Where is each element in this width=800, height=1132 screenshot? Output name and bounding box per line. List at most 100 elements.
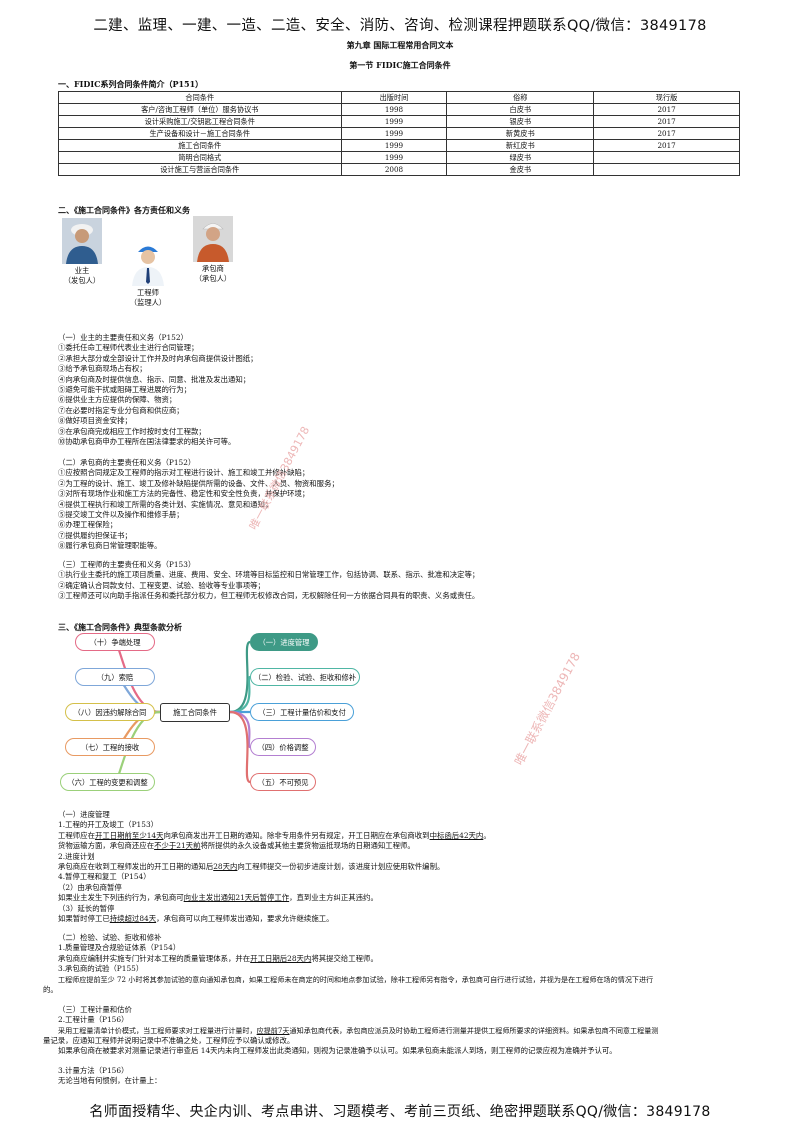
- engineer-duties: （三）工程师的主要责任和义务（P153） ①执行业主委托的施工项目质量、进度、费…: [58, 560, 479, 602]
- table-row: 简明合同格式 1999 绿皮书: [58, 151, 740, 164]
- inspection-line-wrap: 的。: [43, 985, 58, 994]
- table-cell: 施工合同条件: [58, 139, 342, 152]
- contractor-photo: [193, 216, 233, 262]
- owner-photo: [62, 218, 102, 264]
- mindmap-center: 施工合同条件: [160, 703, 230, 722]
- text: 通知承包商代表，承包商应派员及时协助工程师进行测量并提供工程师所要求的详细资料。…: [289, 1025, 659, 1035]
- mindmap-node-inspection: （二）检验、试验、拒收和修补: [250, 668, 360, 686]
- progress-line: （3）延长的暂停: [58, 903, 115, 913]
- table-cell: [593, 151, 740, 164]
- list-item: ⑥提供业主方应提供的保障、物资；: [58, 395, 177, 405]
- table-header: 俗称: [446, 91, 595, 104]
- measurement-title: （三）工程计量和估价: [58, 1005, 132, 1014]
- chapter-title: 第九章 国际工程常用合同文本: [346, 40, 454, 50]
- text: 如果暂时停工已: [58, 914, 110, 924]
- text: 承包商应在收到工程师发出的开工日期的通知后: [58, 862, 214, 872]
- progress-line: （2）由承包商暂停: [58, 882, 122, 892]
- contractor-duties: （二）承包商的主要责任和义务（P152） ①应按照合同规定及工程师的指示对工程进…: [58, 458, 339, 552]
- list-item: ③给予承包商现场占有权；: [58, 364, 147, 374]
- contractor-figure: 承包商 （承包人）: [190, 216, 236, 283]
- mindmap-node-claims: （九）索赔: [75, 668, 155, 686]
- list-item: ③工程师还可以向助手指派任务和委托部分权力，但工程师无权修改合同，无权解除任何一…: [58, 591, 480, 601]
- text: ，承包商可以向工程师发出通知，要求允许继续施工。: [156, 914, 334, 924]
- mindmap-node-price-adjustment: （四）价格调整: [250, 738, 316, 756]
- table-row: 施工合同条件 1999 新红皮书 2017: [58, 139, 740, 152]
- list-item: ⑧做好项目资金安排；: [58, 416, 132, 426]
- measurement-line: 采用工程量清单计价模式，当工程师要求对工程量进行计量时，应提前7天通知承包商代表…: [58, 1026, 658, 1036]
- heading-clauses: 三、《施工合同条件》典型条款分析: [58, 622, 182, 632]
- text: 货物运输方面，承包商还应在: [58, 841, 155, 851]
- owner-label: 业主: [74, 266, 90, 275]
- progress-line: 2.进度计划: [58, 851, 95, 861]
- progress-line: 如果暂时停工已持续超过84天，承包商可以向工程师发出通知，要求允许继续施工。: [58, 914, 491, 924]
- contractor-label: 承包商: [202, 264, 224, 273]
- text: 工程师应在: [58, 830, 95, 840]
- progress-line: 承包商应在收到工程师发出的开工日期的通知后28天内向工程师提交一份初步进度计划，…: [58, 862, 491, 872]
- underlined-text: 持续超过84天: [109, 914, 157, 924]
- inspection-line: 承包商应编制并实施专门针对本工程的质量管理体系，并在开工日期后28天内将其提交给…: [58, 954, 653, 964]
- table-header-row: 合同条件 出版时间 俗称 现行版: [58, 91, 740, 104]
- table-cell: 2017: [593, 103, 740, 116]
- mindmap-node-termination: （八）因违约解除合同: [65, 703, 155, 721]
- owner-duties: （一）业主的主要责任和义务（P152） ①委托任命工程师代表业主进行合同管理； …: [58, 333, 258, 447]
- mindmap-node-dispute: （十）争端处理: [75, 633, 155, 651]
- text: 将其提交给工程师。: [311, 953, 378, 963]
- table-row: 生产设备和设计－施工合同条件 1999 新黄皮书 2017: [58, 127, 740, 140]
- measurement-line-wrap: 量记录，应通知工程师并说明记录中不准确之处，工程师应予以确认或修改。: [43, 1036, 295, 1045]
- table-cell: 1998: [340, 103, 448, 116]
- mindmap-node-measurement: （三）工程计量估价和支付: [250, 703, 354, 721]
- banner-bottom: 名师面授精华、央企内训、考点串讲、习题模考、考前三页纸、绝密押题联系QQ/微信：…: [89, 1104, 711, 1120]
- list-item: ②确定确认合同款支付、工程变更、试验、验收等专业事项等；: [58, 580, 265, 590]
- underlined-text: 向业主发出通知21天后暂停工作: [183, 893, 290, 903]
- list-item: ⑦提供履约担保证书；: [58, 530, 132, 540]
- table-row: 客户/咨询工程师（单位）服务协议书 1998 白皮书 2017: [58, 103, 740, 116]
- text: 承包商应编制并实施专门针对本工程的质量管理体系，并在: [58, 953, 251, 963]
- table-cell: 1999: [340, 151, 448, 164]
- text: 将所提供的永久设备或其他主要货物运抵现场的日期通知工程师。: [200, 841, 415, 851]
- progress-line: 货物运输方面，承包商还应在不少于21天前将所提供的永久设备或其他主要货物运抵现场…: [58, 841, 491, 851]
- contractor-role: （承包人）: [194, 273, 232, 283]
- progress-line: 4.暂停工程和复工（P154）: [58, 872, 151, 882]
- table-row: 设计采购施工/交钥匙工程合同条件 1999 银皮书 2017: [58, 115, 740, 128]
- inspection-line: 工程师应提前至少 72 小时将其参加试验的意向通知承包商，如果工程师未在商定的时…: [58, 974, 654, 984]
- inspection-line: 3.承包商的试验（P155）: [58, 964, 144, 974]
- measurement-section: （三）工程计量和估价 2.工程计量（P156） 采用工程量清单计价模式，当工程师…: [58, 1005, 658, 1036]
- measurement-line: 3.计量方法（P156）: [58, 1066, 129, 1075]
- table-cell: 2017: [593, 115, 740, 128]
- underlined-text: 28天内: [213, 862, 238, 872]
- owner-duties-title: （一）业主的主要责任和义务（P152）: [58, 333, 188, 342]
- progress-line: 工程师应在开工日期前至少14天向承包商发出开工日期的通知。除非专用条件另有规定，…: [58, 831, 491, 841]
- mindmap-node-taking-over: （七）工程的接收: [65, 738, 155, 756]
- table-cell: 绿皮书: [446, 151, 595, 164]
- table-cell: 2017: [593, 139, 740, 152]
- progress-title: （一）进度管理: [58, 810, 110, 819]
- progress-line: 如果业主发生下列违约行为，承包商可向业主发出通知21天后暂停工作，直到业主方纠正…: [58, 893, 491, 903]
- list-item: ④向承包商及时提供信息、指示、同意、批准及发出通知；: [58, 374, 251, 384]
- table-cell: 白皮书: [446, 103, 595, 116]
- list-item: ⑥办理工程保险；: [58, 520, 118, 530]
- fidic-table: 合同条件 出版时间 俗称 现行版 客户/咨询工程师（单位）服务协议书 1998 …: [58, 91, 740, 176]
- underlined-text: 开工日期前至少14天: [94, 830, 164, 840]
- engineer-role: （监理人）: [129, 297, 167, 307]
- table-cell: 金皮书: [446, 163, 595, 176]
- measurement-line: 2.工程计量（P156）: [58, 1015, 129, 1025]
- list-item: ②承担大部分或全部设计工作并及时向承包商提供设计图纸；: [58, 353, 258, 363]
- table-cell: [593, 163, 740, 176]
- inspection-line: 1.质量管理及合规验证体系（P154）: [58, 943, 181, 953]
- text: 如果业主发生下列违约行为，承包商可: [58, 893, 184, 903]
- list-item: ③对所有现场作业和施工方法的完备性、稳定性和安全性负责，并保护环境；: [58, 489, 310, 499]
- table-cell: 新黄皮书: [446, 127, 595, 140]
- text: ，直到业主方纠正其违约。: [289, 893, 378, 903]
- heading-responsibilities: 二、《施工合同条件》各方责任和义务: [58, 205, 190, 215]
- underlined-text: 应提前7天: [256, 1025, 290, 1035]
- banner-top: 二建、监理、一建、一造、二造、安全、消防、咨询、检测课程押题联系QQ/微信：38…: [93, 18, 707, 34]
- table-cell: 1999: [340, 115, 448, 128]
- table-header: 现行版: [593, 91, 740, 104]
- inspection-section: （二）检验、试验、拒收和修补 1.质量管理及合规验证体系（P154） 承包商应编…: [58, 933, 653, 985]
- list-item: ④提供工程执行和竣工所需的各类计划、实施情况、意见和通知；: [58, 499, 273, 509]
- table-cell: 1999: [340, 139, 448, 152]
- table-cell: 生产设备和设计－施工合同条件: [58, 127, 342, 140]
- list-item: ⑦在必要时指定专业分包商和供应商；: [58, 405, 184, 415]
- table-cell: 2008: [340, 163, 448, 176]
- text: 采用工程量清单计价模式，当工程师要求对工程量进行计量时，: [58, 1025, 257, 1035]
